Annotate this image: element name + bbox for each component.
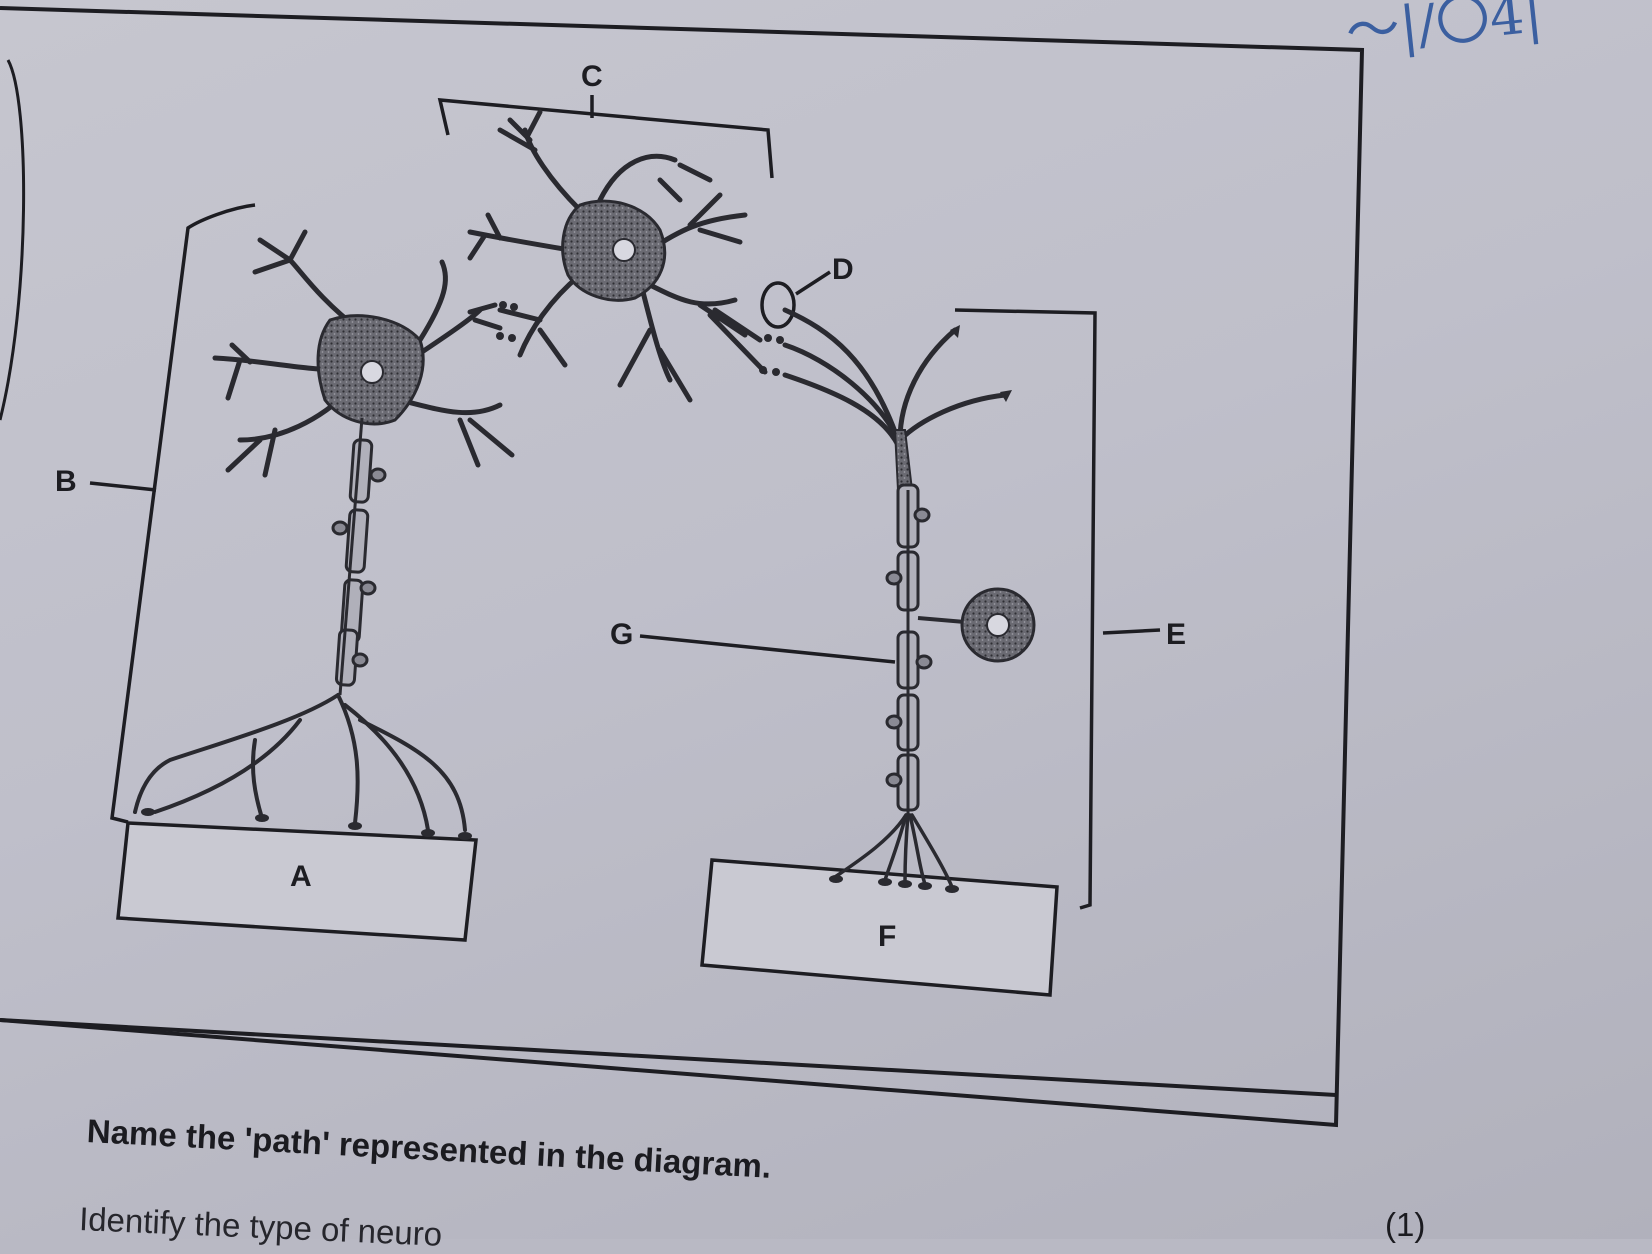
label-g: G (610, 618, 634, 651)
bracket-b (89, 203, 256, 824)
neuron-c (467, 109, 831, 403)
bracket-c (437, 95, 774, 179)
label-b: B (55, 465, 77, 498)
neuron-b (133, 229, 515, 840)
label-f: F (878, 920, 897, 953)
effector-box-f (700, 858, 1059, 997)
bracket-e (954, 308, 1161, 910)
effector-box-a (116, 821, 478, 942)
pointer-g (639, 634, 896, 664)
label-e: E (1166, 618, 1187, 651)
marks-1: (1) (1385, 1206, 1426, 1243)
label-a: A (290, 860, 312, 893)
diagram-frame (0, 6, 1365, 1128)
label-d: D (832, 253, 854, 286)
label-c: C (581, 60, 603, 93)
synapse-circle-d (760, 281, 796, 329)
neuron-e (782, 307, 1036, 893)
